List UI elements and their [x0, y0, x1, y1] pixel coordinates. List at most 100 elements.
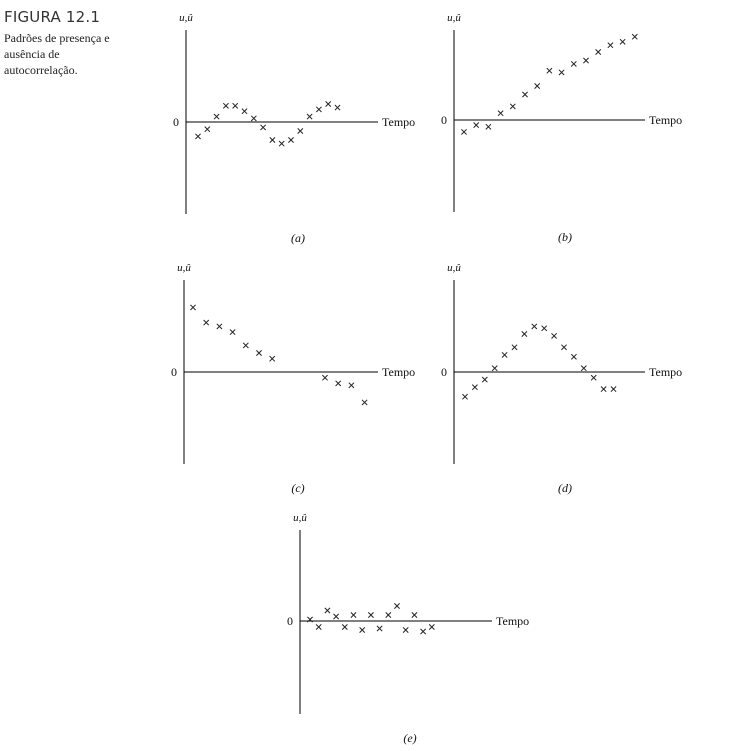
data-point: [610, 386, 617, 393]
zero-tick-label: 0: [173, 115, 179, 129]
data-point: [376, 625, 383, 632]
data-point: [481, 376, 488, 383]
caption-line: ausência de: [4, 47, 60, 61]
data-point: [216, 323, 223, 330]
data-point: [297, 128, 304, 134]
data-point: [420, 628, 427, 635]
data-point: [462, 393, 468, 400]
y-axis-label: u,û: [447, 262, 461, 274]
x-axis-label: Tempo: [649, 365, 682, 379]
zero-tick-label: 0: [171, 365, 177, 379]
data-point: [590, 374, 597, 381]
panel-label: (e): [403, 731, 416, 745]
data-point: [531, 323, 538, 330]
data-point: [619, 38, 626, 45]
data-point: [411, 612, 418, 618]
data-point: [359, 627, 366, 633]
figure-header: FIGURA 12.1 Padrões de presença e ausênc…: [4, 8, 144, 78]
data-point: [501, 351, 508, 358]
data-point: [306, 113, 313, 120]
panel-label: (c): [291, 481, 304, 495]
data-point: [195, 133, 201, 140]
figure-caption: Padrões de presença e ausência de autoco…: [4, 30, 144, 78]
data-point: [570, 60, 577, 67]
data-point: [583, 57, 589, 64]
data-point: [278, 140, 285, 147]
zero-tick-label: 0: [441, 113, 447, 127]
data-point: [241, 108, 248, 115]
data-point: [341, 624, 348, 630]
caption-line: Padrões de presença e: [4, 31, 110, 45]
data-point: [511, 344, 518, 351]
data-point: [322, 374, 328, 381]
data-point: [334, 104, 341, 111]
y-axis-label: u,û: [177, 262, 191, 274]
data-point: [350, 612, 357, 618]
data-point: [428, 624, 435, 630]
data-point: [232, 102, 239, 109]
x-axis-label: Tempo: [496, 614, 529, 628]
data-point: [497, 110, 504, 117]
data-point: [367, 612, 374, 618]
data-point: [580, 365, 587, 372]
data-point: [402, 627, 409, 633]
panel-label: (a): [291, 231, 305, 245]
data-point: [204, 126, 211, 133]
figure-title: FIGURA 12.1: [4, 8, 101, 26]
data-point: [269, 355, 276, 362]
data-point: [315, 106, 322, 113]
data-point: [558, 69, 565, 76]
x-axis-label: Tempo: [382, 115, 415, 129]
data-point: [324, 607, 331, 614]
data-point: [607, 42, 614, 49]
data-point: [546, 67, 553, 74]
data-point: [250, 115, 257, 122]
panel-label: (d): [558, 481, 572, 495]
data-point: [260, 124, 267, 131]
data-point: [333, 613, 340, 620]
data-point: [361, 399, 368, 406]
data-point: [229, 329, 236, 336]
data-point: [325, 101, 332, 107]
zero-tick-label: 0: [441, 365, 447, 379]
data-point: [509, 103, 516, 110]
y-axis-label: u,û: [179, 12, 193, 24]
data-point: [471, 384, 478, 391]
data-point: [534, 83, 541, 89]
data-point: [190, 304, 196, 311]
data-point: [541, 325, 548, 332]
data-point: [461, 128, 467, 135]
data-point: [307, 616, 313, 623]
data-point: [256, 350, 262, 356]
data-point: [600, 386, 607, 393]
data-point: [394, 603, 400, 609]
data-point: [213, 113, 220, 120]
data-point: [521, 331, 528, 337]
data-point: [222, 102, 229, 109]
data-point: [631, 33, 638, 40]
zero-tick-label: 0: [287, 614, 293, 628]
panel-label: (b): [558, 230, 572, 244]
y-axis-label: u,û: [293, 512, 307, 524]
data-point: [561, 344, 567, 351]
y-axis-label: u,û: [447, 12, 461, 24]
data-point: [269, 137, 276, 143]
data-point: [315, 624, 322, 630]
x-axis-label: Tempo: [649, 113, 682, 127]
caption-line: autocorrelação.: [4, 63, 78, 77]
data-point: [242, 342, 249, 349]
data-point: [335, 380, 342, 387]
data-point: [203, 319, 210, 326]
data-point: [288, 137, 294, 143]
data-point: [348, 382, 355, 389]
data-point: [551, 332, 558, 339]
x-axis-label: Tempo: [382, 365, 415, 379]
data-point: [595, 49, 602, 55]
data-point: [385, 612, 392, 618]
data-point: [570, 353, 577, 360]
data-point: [522, 91, 528, 98]
data-point: [485, 123, 492, 130]
data-point: [473, 122, 480, 129]
data-point: [491, 365, 498, 372]
